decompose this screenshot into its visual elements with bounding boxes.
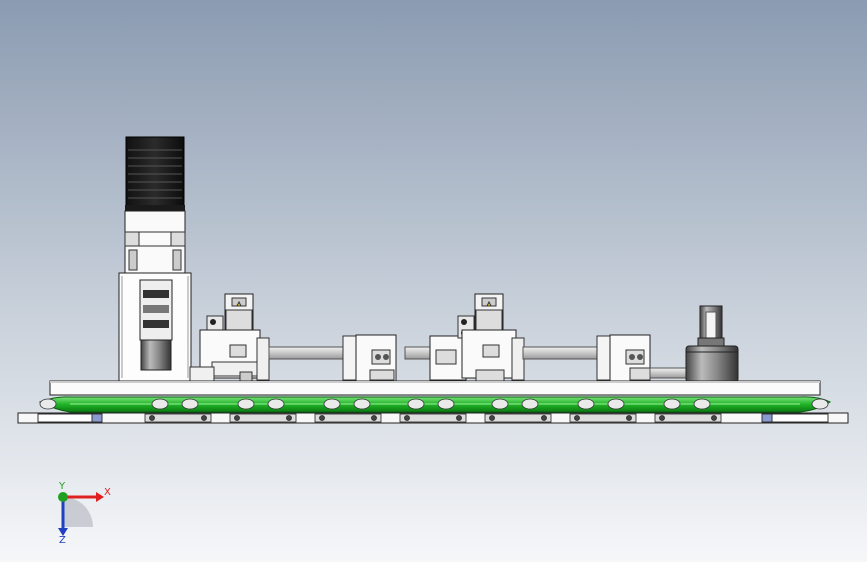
gripper-assembly-left[interactable] bbox=[189, 293, 270, 383]
rail-carriages bbox=[144, 413, 722, 423]
base-plate[interactable] bbox=[49, 380, 821, 396]
y-axis-dot bbox=[58, 492, 68, 502]
motor-mount[interactable] bbox=[124, 210, 186, 274]
guide-rod-right[interactable] bbox=[522, 334, 691, 382]
belt-rollers bbox=[39, 398, 829, 410]
y-axis-label: Y bbox=[59, 481, 66, 492]
stepper-motor[interactable] bbox=[125, 136, 185, 211]
coordinate-triad bbox=[58, 492, 104, 536]
gripper-assembly-right[interactable] bbox=[404, 293, 525, 383]
rotary-actuator[interactable] bbox=[685, 305, 739, 383]
vertical-frame[interactable] bbox=[118, 272, 192, 382]
z-axis-label: Z bbox=[59, 535, 66, 546]
x-axis-label: X bbox=[104, 487, 111, 498]
